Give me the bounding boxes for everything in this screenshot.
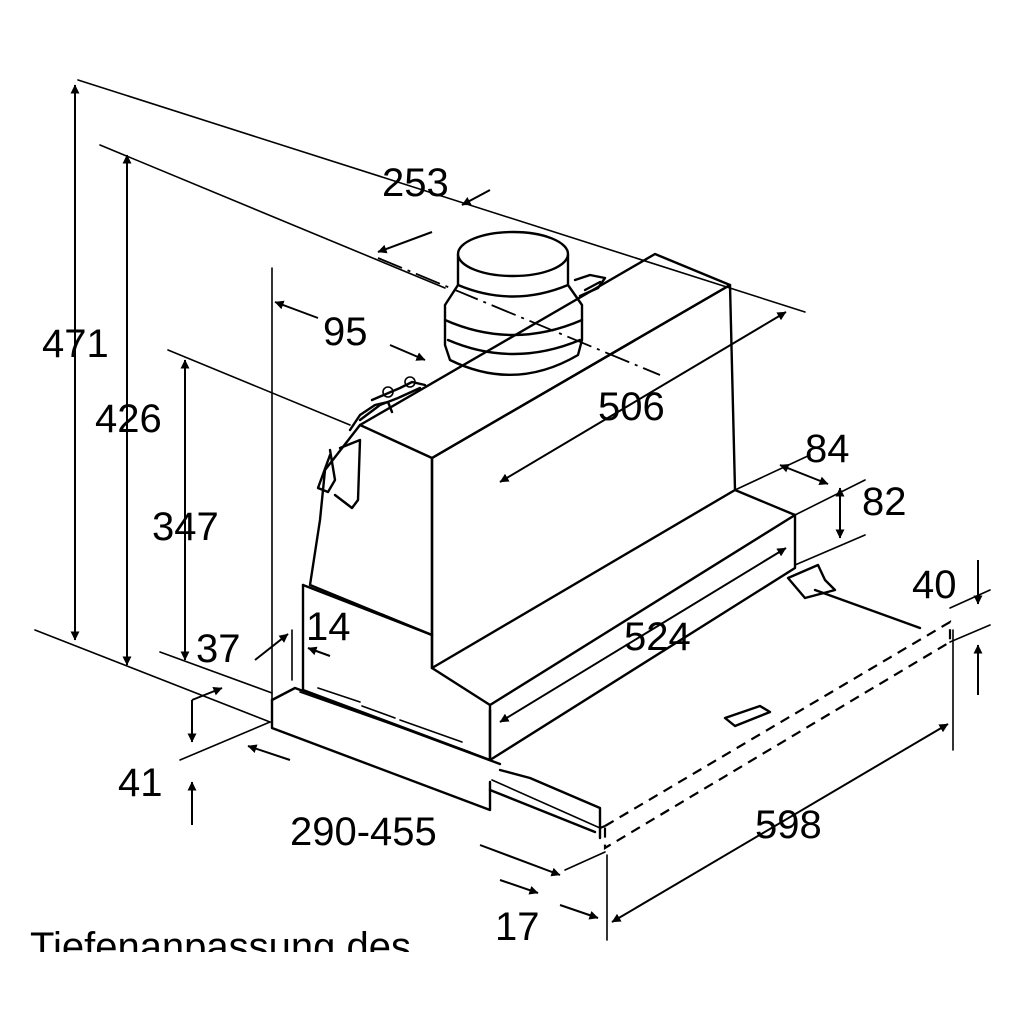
caption-text: Tiefenanpassung des — [30, 925, 412, 952]
label-347: 347 — [152, 505, 219, 549]
dim-598-line — [611, 723, 949, 923]
label-95: 95 — [323, 310, 368, 354]
duct-connector — [443, 230, 584, 376]
side-clips — [316, 273, 607, 510]
label-40: 40 — [912, 563, 957, 607]
hood-body — [270, 252, 952, 850]
label-253: 253 — [382, 161, 449, 205]
dim-253-arrow-a — [461, 189, 491, 206]
dim-17-arrow-b — [559, 904, 599, 920]
dim-14-arrow — [307, 646, 331, 657]
label-41: 41 — [118, 761, 163, 805]
label-290-455: 290-455 — [290, 810, 437, 854]
dim-95-arrow-b — [389, 344, 426, 361]
label-426: 426 — [95, 397, 162, 441]
dim-17-arrow-a — [499, 879, 539, 895]
label-506: 506 — [598, 385, 665, 429]
label-82: 82 — [862, 480, 907, 524]
label-471: 471 — [42, 322, 109, 366]
dim-84-line — [779, 463, 829, 486]
label-37: 37 — [196, 627, 241, 671]
dimension-labels: 471 426 347 253 95 506 84 82 40 14 37 52… — [42, 161, 957, 949]
dim-290-455-arrow-b — [479, 844, 561, 877]
dim-253-arrow-b — [377, 231, 433, 254]
label-17: 17 — [495, 905, 540, 949]
label-84: 84 — [805, 427, 850, 471]
label-14: 14 — [306, 605, 351, 649]
dim-37-arrow — [254, 633, 289, 661]
dimension-arrows — [70, 84, 983, 923]
dim-41-tick — [191, 686, 223, 701]
extension-lines — [34, 79, 991, 941]
dim-290-455-arrow-a — [247, 744, 291, 761]
label-524: 524 — [624, 615, 691, 659]
label-598: 598 — [755, 803, 822, 847]
dim-506-line — [499, 311, 787, 483]
dim-524-line — [499, 547, 787, 723]
dim-95-arrow-a — [274, 300, 319, 319]
